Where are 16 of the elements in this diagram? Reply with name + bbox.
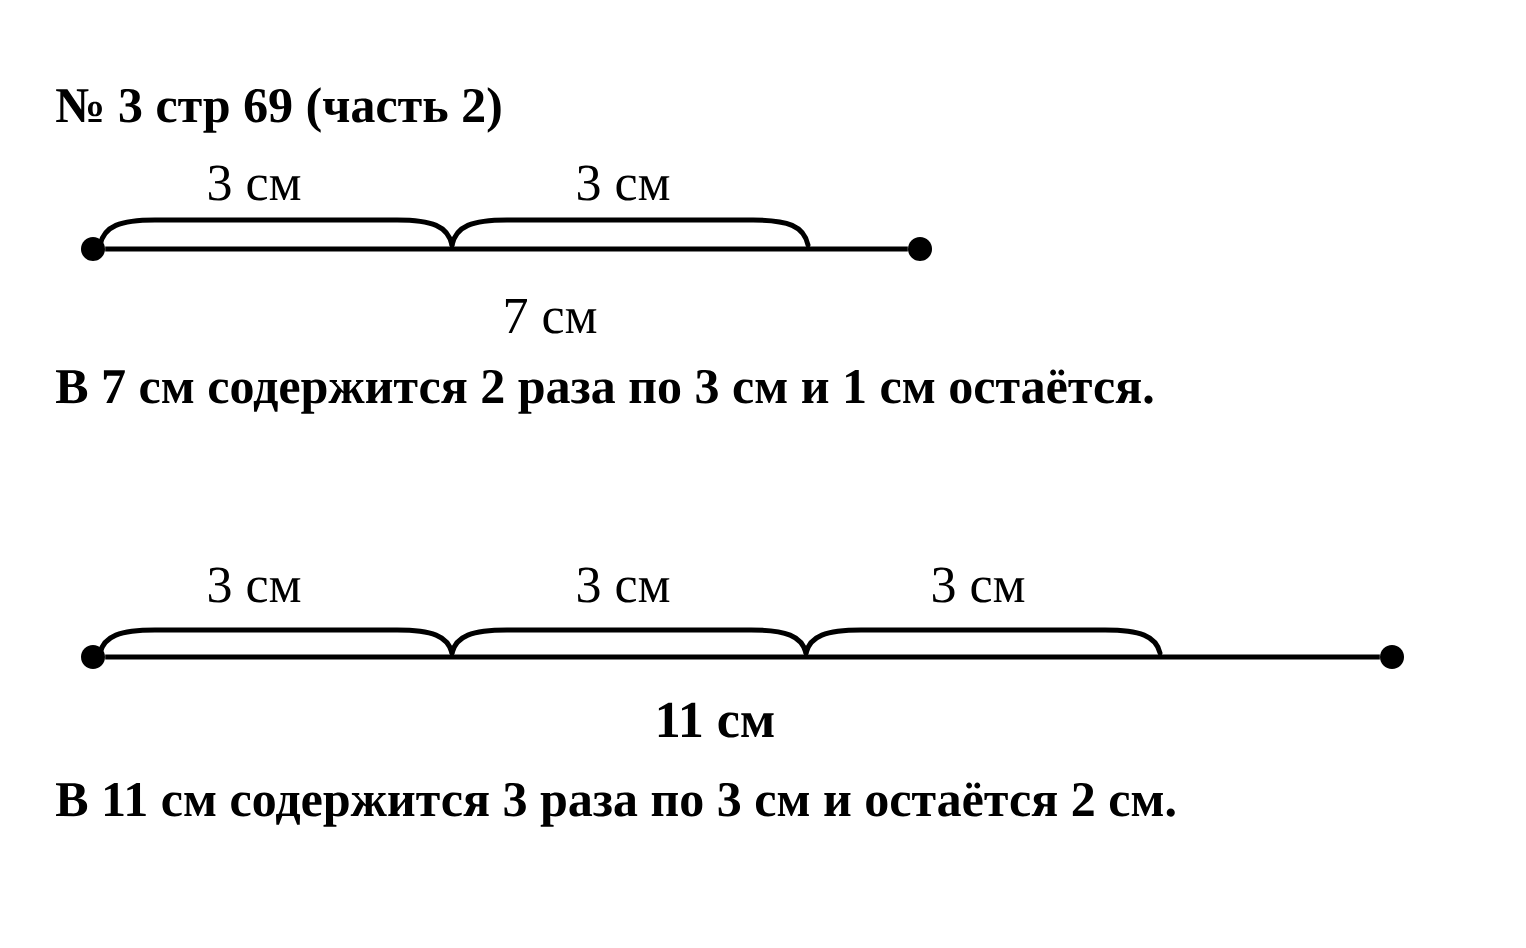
segment-line xyxy=(105,246,908,252)
length-label: 3 см xyxy=(209,165,301,201)
endpoint-dot xyxy=(1380,645,1404,669)
length-label: 7 см xyxy=(505,298,597,334)
answer-sentence: В 7 см содержится 2 раза по 3 см и 1 см остаётся. xyxy=(56,369,1153,414)
answer-sentence: В 11 см содержится 3 раза по 3 см и остаётся 2 см. xyxy=(56,782,1175,827)
length-label: 11 см xyxy=(658,702,774,738)
endpoint-dot xyxy=(81,237,105,261)
title: № 3 стр 69 (часть 2) xyxy=(56,87,501,133)
length-label: 3 см xyxy=(578,165,670,201)
length-label: 3 см xyxy=(578,567,670,603)
endpoint-dot xyxy=(81,645,105,669)
endpoint-dot xyxy=(908,237,932,261)
segment-line xyxy=(105,654,1380,660)
length-label: 3 см xyxy=(209,567,301,603)
length-label: 3 см xyxy=(933,567,1025,603)
